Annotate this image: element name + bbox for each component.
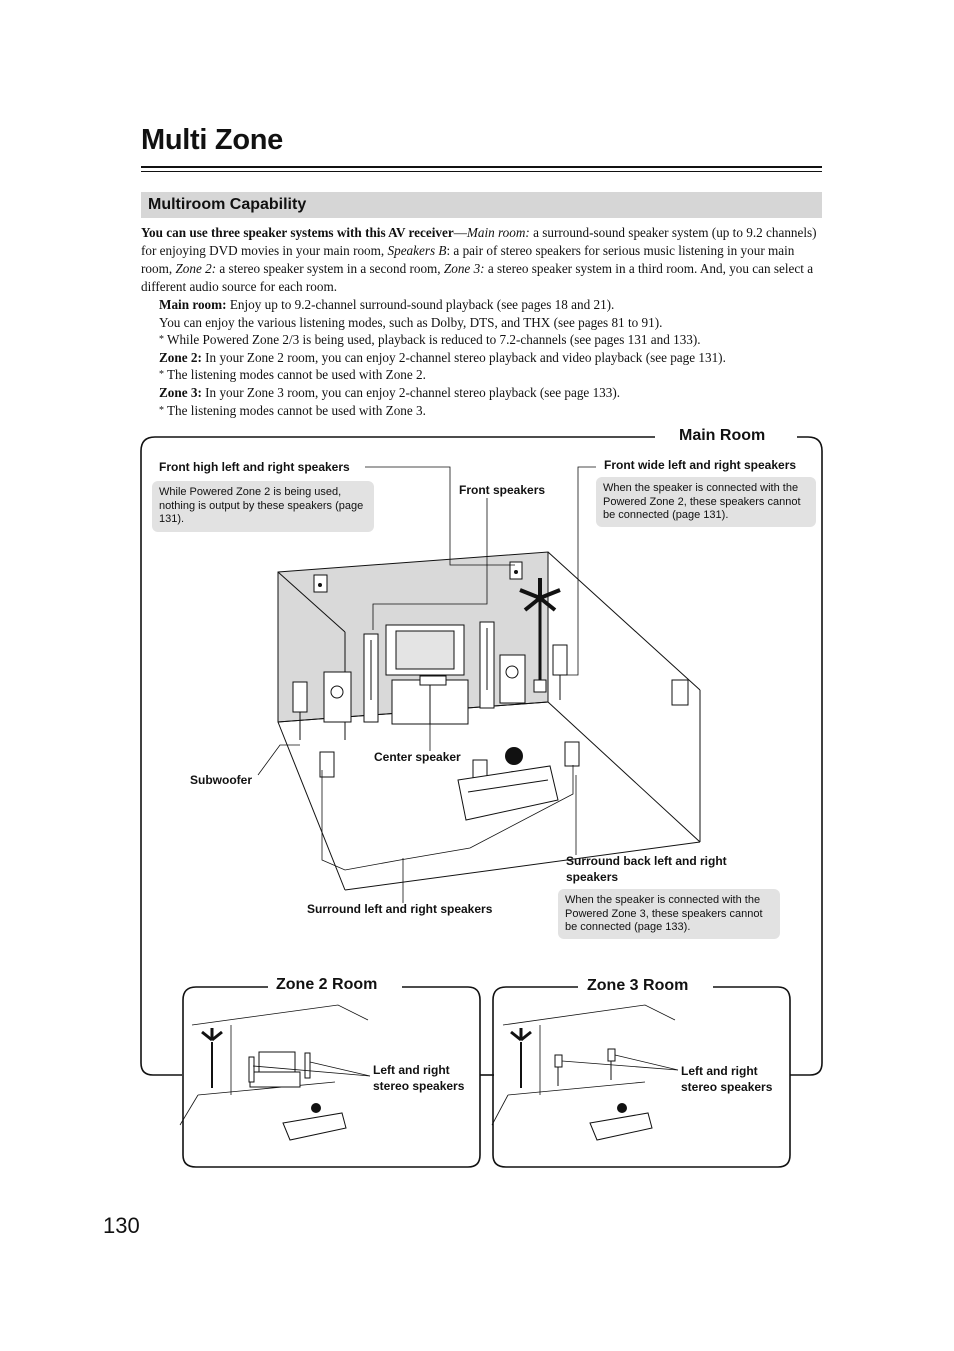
intro-main-room: Main room:	[466, 225, 530, 240]
body-text: Main room: Enjoy up to 9.2-channel surro…	[159, 296, 821, 419]
zone3-room-illustration	[491, 1004, 679, 1141]
front-speaker-left-icon	[363, 633, 379, 723]
zone3-speakers-label: Left and right stereo speakers	[681, 1064, 773, 1094]
zone3-text: In your Zone 3 room, you can enjoy 2-cha…	[201, 384, 621, 400]
front-high-note: While Powered Zone 2 is being used, noth…	[152, 481, 374, 532]
powered-zone-note: *While Powered Zone 2/3 is being used, p…	[159, 331, 821, 349]
subwoofer-right-icon	[499, 654, 526, 704]
zone3-room-title: Zone 3 Room	[579, 977, 697, 995]
zone2-note-text: The listening modes cannot be used with …	[167, 367, 426, 383]
zone2-text: In your Zone 2 room, you can enjoy 2-cha…	[201, 349, 726, 365]
page-title: Multi Zone	[141, 124, 283, 156]
zone2-frame	[182, 986, 481, 1168]
asterisk: *	[159, 369, 164, 381]
title-rule-thin	[141, 171, 822, 172]
page-number: 130	[103, 1213, 140, 1238]
surround-back-label: Surround back left and right speakers	[566, 854, 727, 884]
front-high-speaker-right-icon	[509, 561, 523, 580]
intro-text-3: a stereo speaker system in a second room…	[216, 261, 444, 276]
main-room-label: Main room:	[159, 297, 227, 312]
subwoofer-left-icon	[323, 671, 352, 723]
zone3-line: Zone 3: In your Zone 3 room, you can enj…	[159, 384, 821, 402]
intro-text-1: a surround-sound speaker system (up to 9…	[141, 225, 817, 258]
front-wide-speaker-left-icon	[292, 681, 308, 740]
front-speakers-label: Front speakers	[459, 483, 546, 497]
surround-label: Surround left and right speakers	[307, 902, 493, 916]
intro-dash: —	[453, 225, 467, 240]
main-room-frame	[140, 436, 823, 1076]
zone3-label: Zone 3:	[159, 384, 202, 400]
zone2-room-illustration	[179, 1004, 371, 1141]
zone3-frame	[492, 986, 791, 1168]
intro-zone2: Zone 2:	[175, 261, 217, 276]
intro-speakers-b: Speakers B	[387, 243, 447, 258]
surround-back-speaker-right-icon	[564, 741, 580, 767]
main-room-leader-lines	[257, 466, 596, 903]
section-header: Multiroom Capability	[141, 192, 822, 218]
tv-icon	[385, 624, 469, 725]
front-wide-speaker-right-icon	[552, 644, 568, 700]
section-title: Multiroom Capability	[148, 196, 307, 213]
center-speaker-label: Center speaker	[374, 750, 461, 764]
front-high-label: Front high left and right speakers	[159, 460, 350, 474]
center-speaker-icon	[419, 675, 447, 686]
listening-modes-line: You can enjoy the various listening mode…	[159, 314, 663, 330]
intro-paragraph: You can use three speaker systems with t…	[141, 224, 822, 296]
sofa-listener-icon	[457, 747, 559, 821]
surround-speaker-left-icon	[319, 751, 335, 778]
zone3-note: *The listening modes cannot be used with…	[159, 402, 821, 420]
zone3-note-text: The listening modes cannot be used with …	[167, 402, 426, 418]
main-room-text: Enjoy up to 9.2-channel surround-sound p…	[226, 297, 615, 312]
main-room-line: Main room: Enjoy up to 9.2-channel surro…	[159, 296, 821, 314]
front-high-speaker-left-icon	[313, 574, 328, 593]
intro-zone3: Zone 3:	[443, 261, 485, 276]
front-wide-note: When the speaker is connected with the P…	[596, 477, 816, 527]
intro-text-2: : a pair of stereo speakers for serious …	[141, 243, 795, 276]
powered-zone-text: While Powered Zone 2/3 is being used, pl…	[167, 332, 701, 348]
front-speaker-right-icon	[479, 621, 495, 709]
intro-lead: You can use three speaker systems with t…	[141, 225, 454, 240]
asterisk: *	[159, 334, 164, 346]
subwoofer-label: Subwoofer	[190, 773, 252, 787]
zone2-room-title: Zone 2 Room	[268, 976, 386, 994]
surround-speaker-right-icon	[671, 679, 689, 706]
main-room-title: Main Room	[671, 427, 774, 445]
palm-tree-icon	[519, 578, 561, 693]
zone2-line: Zone 2: In your Zone 2 room, you can enj…	[159, 349, 821, 367]
zone2-label: Zone 2:	[159, 349, 202, 365]
title-rule	[141, 166, 822, 168]
front-wide-label: Front wide left and right speakers	[604, 458, 797, 472]
zone2-speakers-label: Left and right stereo speakers	[373, 1063, 465, 1093]
zone2-note: *The listening modes cannot be used with…	[159, 366, 821, 384]
asterisk: *	[159, 404, 164, 416]
intro-text-4: a stereo speaker system in a third room.…	[141, 261, 814, 294]
surround-back-note: When the speaker is connected with the P…	[558, 889, 780, 939]
